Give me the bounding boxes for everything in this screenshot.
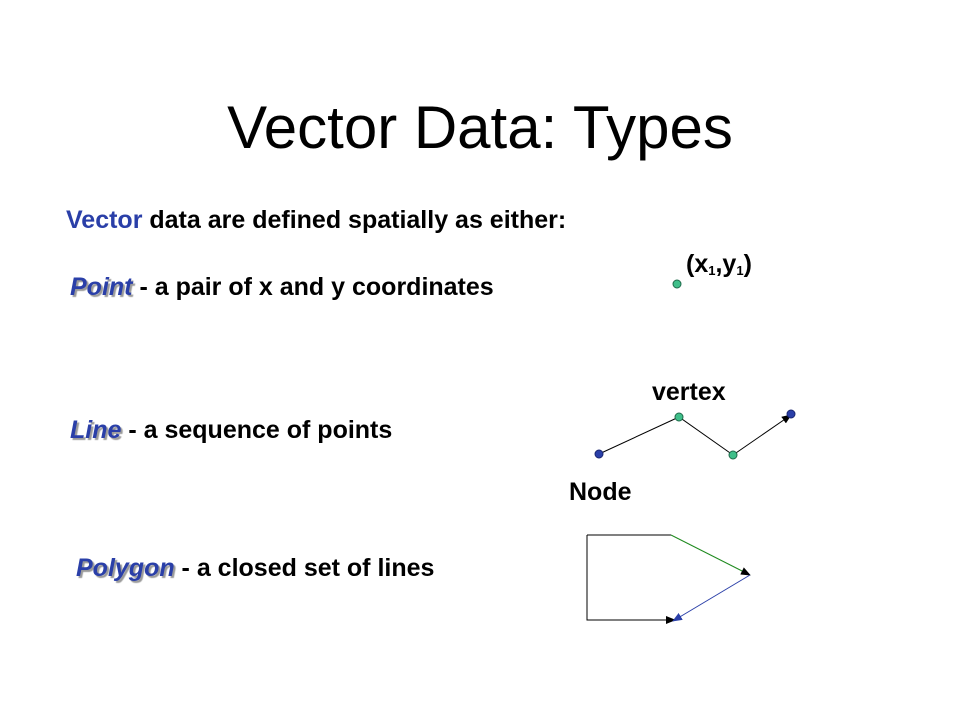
coord-comma-y: ,y bbox=[715, 250, 737, 278]
polygon-green-edge bbox=[670, 534, 751, 576]
point-example-dot bbox=[672, 279, 682, 289]
term-polygon: Polygon bbox=[76, 554, 175, 582]
vertex-label: vertex bbox=[652, 378, 726, 406]
description-polygon: - a closed set of lines bbox=[174, 554, 435, 582]
line-example-path bbox=[598, 416, 734, 456]
definition-point: Point - a pair of x and y coordinates bbox=[70, 270, 494, 304]
intro-accent-word: Vector bbox=[66, 206, 143, 234]
point-coordinate-label: (x1,y1) bbox=[686, 248, 752, 287]
intro-rest: data are defined spatially as either: bbox=[142, 206, 567, 234]
description-point: - a pair of x and y coordinates bbox=[132, 273, 494, 301]
term-line: Line bbox=[70, 416, 122, 444]
line-vertex-2 bbox=[728, 450, 738, 460]
coord-sub-y: 1 bbox=[736, 263, 744, 278]
line-vertex-1 bbox=[674, 412, 684, 422]
line-node-end bbox=[786, 409, 796, 419]
line-example-arrow-segment bbox=[732, 414, 792, 456]
polygon-black-edges bbox=[586, 535, 676, 624]
node-label: Node bbox=[569, 478, 632, 506]
definition-line: Line - a sequence of points bbox=[70, 413, 392, 447]
line-node-start bbox=[594, 449, 604, 459]
coord-close: ) bbox=[743, 250, 752, 278]
intro-sentence: Vector data are defined spatially as eit… bbox=[66, 203, 566, 237]
description-line: - a sequence of points bbox=[121, 416, 393, 444]
definition-polygon: Polygon - a closed set of lines bbox=[76, 551, 434, 585]
slide-title: Vector Data: Types bbox=[227, 94, 733, 161]
coord-sub-x: 1 bbox=[708, 263, 716, 278]
term-point: Point bbox=[70, 273, 133, 301]
coord-open: (x bbox=[686, 250, 709, 278]
polygon-blue-edge bbox=[672, 574, 751, 622]
